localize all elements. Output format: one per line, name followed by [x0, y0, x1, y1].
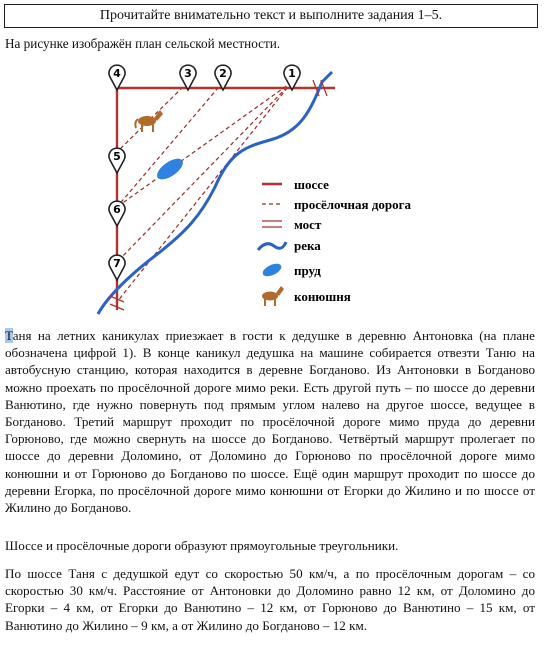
task-header-text: Прочитайте внимательно текст и выполните…	[99, 8, 443, 23]
marker-pin-3	[179, 64, 197, 92]
stable-icon	[134, 110, 163, 132]
marker-pin-4	[108, 64, 126, 92]
speeds-distances-paragraph: По шоссе Таня с дедушкой едут со скорост…	[5, 566, 535, 633]
story-paragraph-text: аня на летних каникулах приезжает в гост…	[5, 328, 535, 516]
markers: 1 2 3 4 5 6 7	[108, 64, 301, 282]
legend-highway: шоссе	[294, 177, 329, 192]
legend-river-icon	[256, 241, 288, 251]
map-legend: шоссе просёлочная дорога мост река пруд …	[256, 177, 412, 306]
marker-pin-7	[108, 254, 126, 282]
bridge-bottom	[109, 295, 125, 311]
marker-5: 5	[108, 147, 126, 175]
marker-7: 7	[108, 254, 126, 282]
highlighted-first-letter: Т	[5, 328, 13, 343]
marker-4: 4	[108, 64, 126, 92]
legend-stable-icon	[262, 286, 284, 306]
legend-dirt-road: просёлочная дорога	[294, 197, 412, 212]
marker-pin-5	[108, 147, 126, 175]
dirt-road-1-bogdanovo	[116, 81, 293, 303]
intro-text: На рисунке изображён план сельской местн…	[5, 36, 281, 51]
marker-pin-6	[108, 200, 126, 228]
marker-label-7: 7	[113, 257, 121, 270]
bridge-top	[312, 79, 328, 97]
marker-pin-1	[283, 64, 301, 92]
marker-label-1: 1	[288, 67, 296, 80]
marker-6: 6	[108, 200, 126, 228]
marker-label-4: 4	[113, 67, 121, 80]
dirt-road-1-7	[116, 81, 293, 263]
river	[96, 70, 334, 315]
task-header: Прочитайте внимательно текст и выполните…	[4, 4, 538, 28]
dirt-road-1-6	[116, 81, 293, 208]
triangles-note: Шоссе и просёлочные дороги образуют прям…	[5, 538, 399, 553]
marker-pin-2	[214, 64, 232, 92]
legend-river: река	[294, 238, 321, 253]
dirt-roads	[116, 81, 293, 303]
legend-bridge: мост	[294, 217, 322, 232]
marker-label-3: 3	[184, 67, 192, 80]
marker-2: 2	[214, 64, 232, 92]
dirt-road-2-6	[116, 81, 224, 208]
story-paragraph: Таня на летних каникулах приезжает в гос…	[5, 327, 535, 516]
marker-label-5: 5	[113, 150, 121, 163]
dirt-road-3-5	[116, 81, 189, 153]
village-map: 1 2 3 4 5 6 7 шоссе просёлочная дорога мост ре…	[96, 64, 412, 315]
legend-stable: конюшня	[294, 289, 351, 304]
marker-label-2: 2	[219, 67, 227, 80]
marker-1: 1	[283, 64, 301, 92]
legend-pond: пруд	[294, 263, 321, 278]
marker-3: 3	[179, 64, 197, 92]
legend-bridge-icon	[262, 220, 282, 228]
pond	[157, 158, 183, 180]
legend-pond-icon	[262, 263, 282, 277]
marker-label-6: 6	[113, 203, 121, 216]
